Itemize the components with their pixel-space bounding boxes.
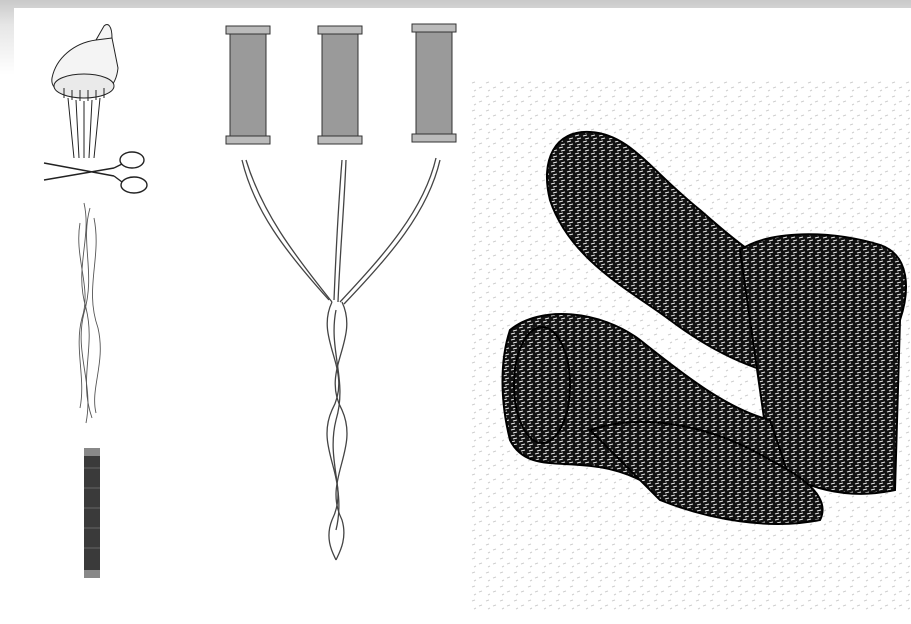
- strand-twisting-illustration: [214, 20, 474, 570]
- twisting-strands: [242, 158, 440, 560]
- wound-yarn-spool: [84, 448, 100, 578]
- illustration-panel: [14, 8, 911, 616]
- fiber-to-yarn-illustration: [34, 18, 184, 588]
- scissors-icon: [44, 152, 147, 193]
- fiber-bundle: [52, 25, 118, 159]
- yarn-spools: [226, 24, 456, 144]
- loose-fibers: [79, 203, 101, 423]
- rope-knot-illustration: [470, 80, 910, 610]
